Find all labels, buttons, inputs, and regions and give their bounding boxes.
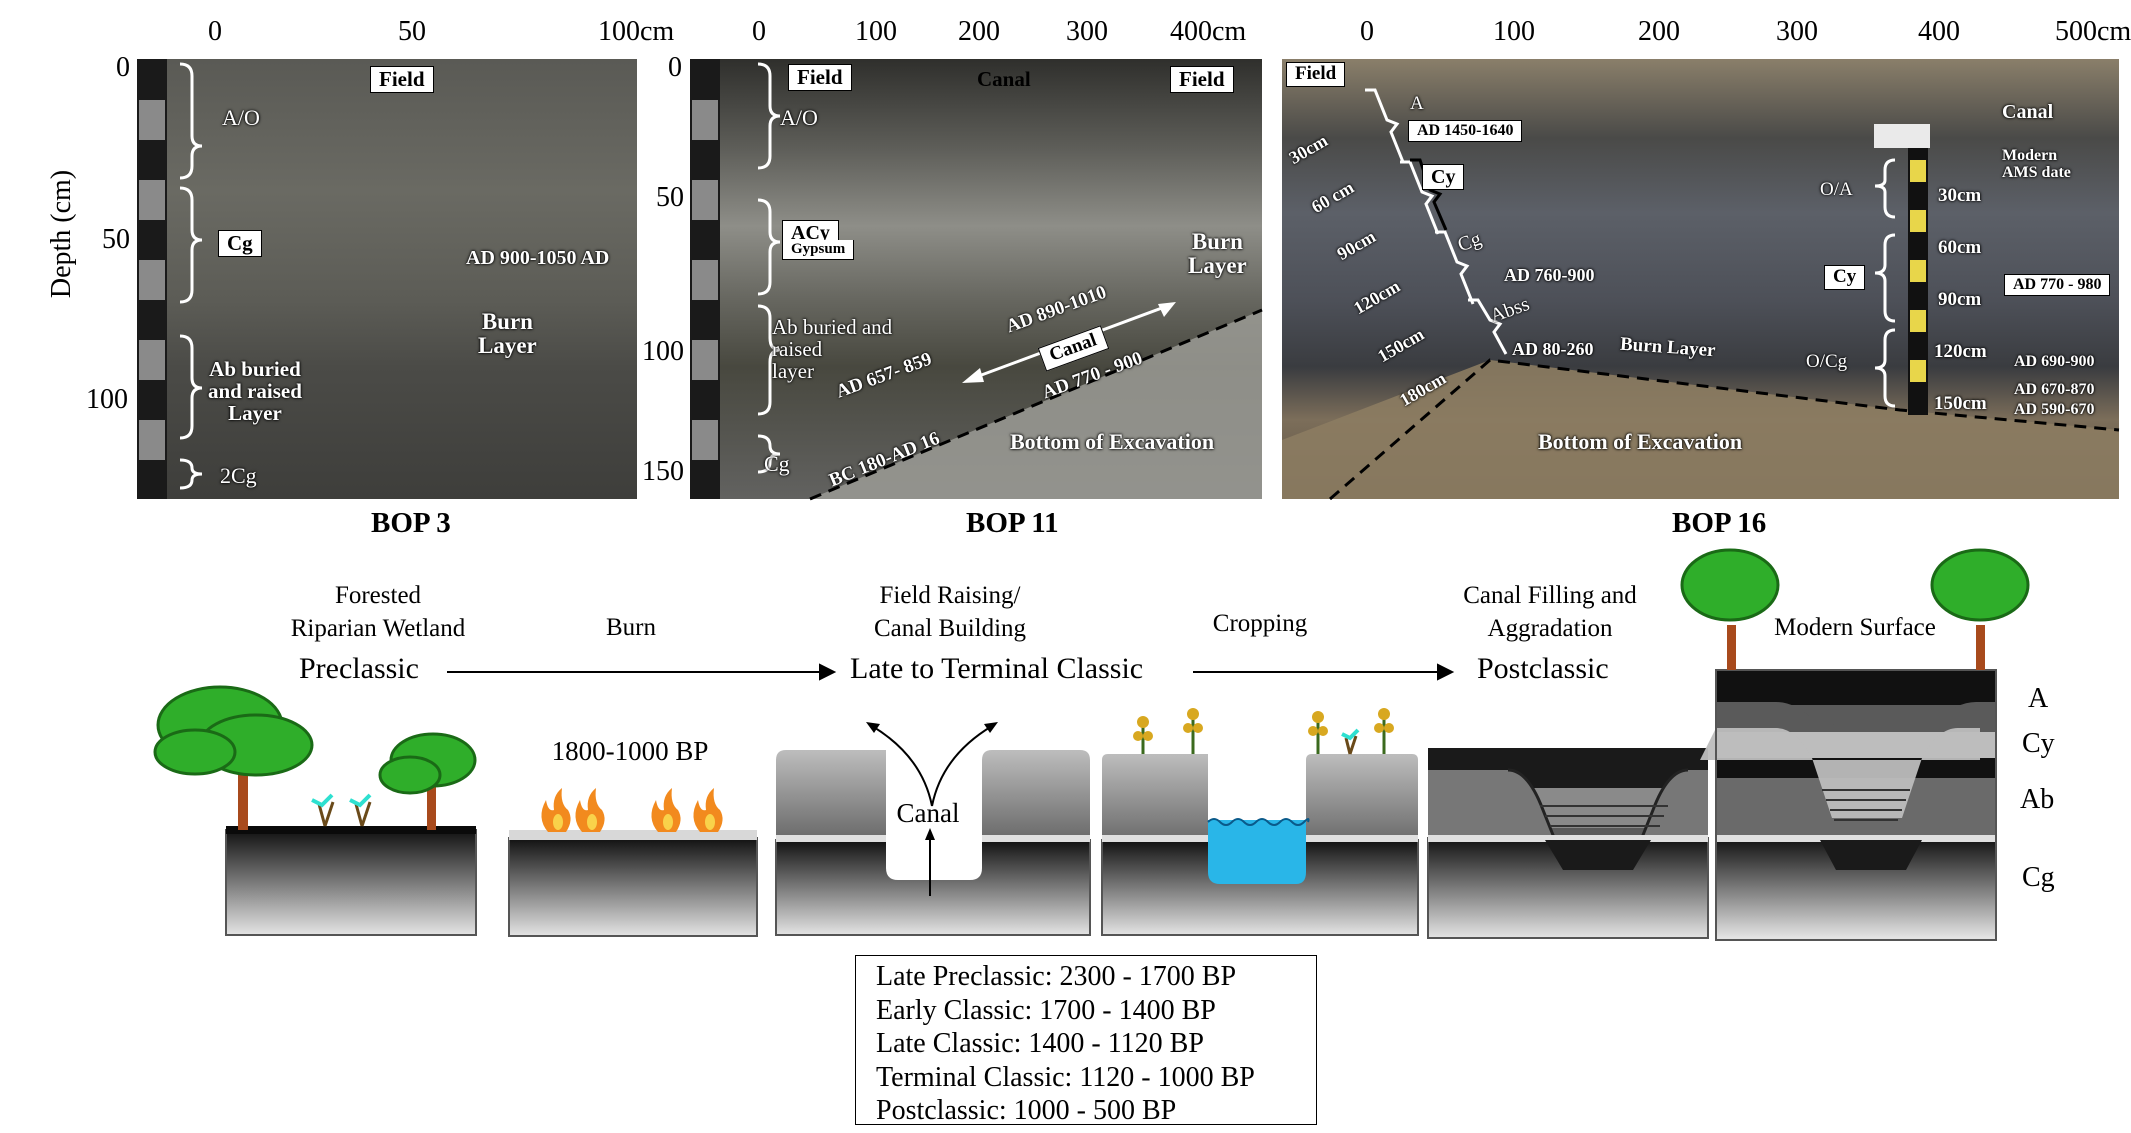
bop16-r120: 120cm	[1934, 341, 1987, 362]
bop11-ab-layer: Ab buried and raised layer	[772, 315, 893, 384]
bop16-date-1450: AD 1450-1640	[1408, 120, 1523, 142]
bop11-top-400: 400cm	[1170, 16, 1247, 47]
period-legend: Late Preclassic: 2300 - 1700 BP Early Cl…	[855, 955, 1317, 1126]
bop3-depth-0: 0	[116, 52, 130, 83]
bop11-field-left: Field	[788, 64, 852, 92]
bop16-a: A	[1410, 93, 1424, 114]
bop3-scale-bar	[137, 59, 167, 499]
bop16-date-670: AD 670-870	[2014, 381, 2095, 398]
horizon-ab: Ab	[2020, 784, 2055, 815]
bop3-burn-layer: Burn Layer	[478, 309, 537, 359]
bop16-date-760: AD 760-900	[1504, 265, 1595, 285]
bop16-canal: Canal	[2002, 101, 2054, 123]
bop16-cy: Cy	[1422, 164, 1465, 190]
bop16-field: Field	[1286, 62, 1346, 87]
legend-item: Terminal Classic: 1120 - 1000 BP	[876, 1061, 1255, 1093]
panel-canal-building	[775, 722, 1091, 936]
stage-canal-filling: Canal Filling and Aggradation	[1463, 582, 1637, 642]
bop11-top-100: 100	[855, 16, 897, 47]
bop16-top-500: 500cm	[2055, 16, 2131, 47]
bop16-date-770: AD 770 - 980	[2004, 274, 2111, 296]
canal-label: Canal	[896, 798, 960, 828]
bop3-ao: A/O	[222, 105, 260, 130]
bop16-date-690: AD 690-900	[2014, 353, 2095, 370]
bop3-depth-100: 100	[86, 384, 128, 415]
period-late-terminal-classic: Late to Terminal Classic	[850, 652, 1144, 685]
legend-item: Early Classic: 1700 - 1400 BP	[876, 994, 1216, 1026]
bop16-top-400: 400	[1918, 16, 1960, 47]
horizon-cy: Cy	[2022, 728, 2055, 759]
bop3-ab-layer: Ab buried and raised Layer	[208, 357, 302, 426]
bop3-top-50: 50	[398, 16, 426, 47]
bop16-cy-right: Cy	[1824, 265, 1866, 290]
bop11-top-200: 200	[958, 16, 1000, 47]
bop11-ao: A/O	[780, 105, 818, 130]
bop3-photo	[137, 59, 637, 499]
bop16-bottom: Bottom of Excavation	[1538, 429, 1743, 454]
bop3-depth-50: 50	[102, 224, 130, 255]
bop11-top-300: 300	[1066, 16, 1108, 47]
panel-canal-filling	[1427, 748, 1709, 939]
bop16-caption: BOP 16	[1672, 507, 1767, 539]
bop11-cg: Cg	[764, 451, 790, 476]
legend-item: Postclassic: 1000 - 500 BP	[876, 1095, 1177, 1126]
bop3-caption: BOP 3	[371, 507, 451, 539]
bop11-bottom: Bottom of Excavation	[1010, 429, 1215, 454]
bop3-top-100: 100cm	[598, 16, 675, 47]
bop3-date: AD 900-1050 AD	[466, 247, 610, 269]
bop16-date-590: AD 590-670	[2014, 401, 2095, 418]
bop16-r90: 90cm	[1938, 289, 1982, 310]
legend-item: Late Classic: 1400 - 1120 BP	[876, 1028, 1204, 1059]
panel-cropping	[1101, 708, 1419, 936]
bop16-top-300: 300	[1776, 16, 1818, 47]
bop16-modern-ams: Modern AMS date	[2002, 147, 2071, 181]
bop16-top-0: 0	[1360, 16, 1374, 47]
bop16-oa: O/A	[1820, 179, 1853, 200]
stage-burn: Burn	[606, 614, 656, 641]
period-postclassic: Postclassic	[1477, 652, 1609, 685]
bop3-top-0: 0	[208, 16, 222, 47]
bop3-cg: Cg	[218, 230, 262, 258]
stage-modern-surface: Modern Surface	[1774, 614, 1936, 641]
period-preclassic: Preclassic	[299, 652, 419, 685]
stage-field-raising: Field Raising/ Canal Building	[873, 582, 1027, 642]
horizon-cg: Cg	[2022, 862, 2055, 893]
bop11-gypsum: Gypsum	[782, 240, 855, 260]
bop11-depth-50: 50	[656, 182, 684, 213]
bop16-r60: 60cm	[1938, 237, 1982, 258]
bop11-top-0: 0	[752, 16, 766, 47]
legend-item: Late Preclassic: 2300 - 1700 BP	[876, 961, 1237, 992]
bop3-2cg: 2Cg	[220, 463, 257, 488]
stage-forested-wetland: Forested Riparian Wetland	[290, 582, 466, 642]
burn-date: 1800-1000 BP	[551, 736, 709, 766]
bop16-date-80: AD 80-260	[1512, 339, 1594, 359]
bop16-ocg: O/Cg	[1806, 351, 1848, 372]
bop11-caption: BOP 11	[966, 507, 1059, 539]
bop11-depth-150: 150	[642, 456, 684, 487]
panel-modern-surface	[1680, 548, 2030, 941]
bop11-depth-100: 100	[642, 336, 684, 367]
bop11-scale-bar	[690, 59, 720, 499]
bop11-burn-layer: Burn Layer	[1188, 229, 1247, 279]
bop11-canal: Canal	[977, 67, 1031, 91]
panel-forest	[153, 685, 477, 936]
panel-burn	[508, 788, 758, 937]
horizon-a: A	[2028, 683, 2049, 714]
bop16-top-200: 200	[1638, 16, 1680, 47]
bop16-top-100: 100	[1493, 16, 1535, 47]
bop11-depth-0: 0	[668, 52, 682, 83]
bop3-field-label: Field	[370, 66, 434, 94]
depth-axis-title: Depth (cm)	[46, 169, 78, 299]
bop11-field-right: Field	[1170, 66, 1234, 94]
stage-cropping: Cropping	[1212, 610, 1308, 637]
bop16-r150: 150cm	[1934, 393, 1987, 414]
bop16-r30: 30cm	[1938, 185, 1982, 206]
